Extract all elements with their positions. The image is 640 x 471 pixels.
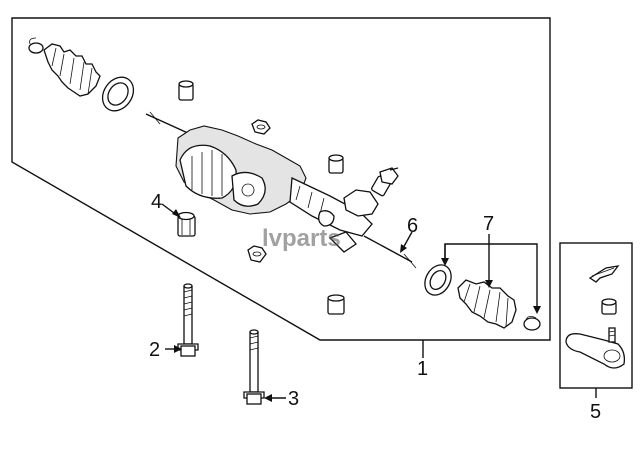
callout-2: 2: [149, 339, 160, 361]
nut-4: [177, 211, 196, 237]
mount-nut-c: [328, 154, 344, 174]
cotter-pin: [588, 265, 620, 283]
left-steering-boot: [43, 43, 101, 97]
callout-4: 4: [151, 191, 162, 213]
tie-rod-end: [565, 327, 626, 369]
bolt-2: [177, 283, 199, 357]
mount-nut-b: [251, 119, 271, 135]
callout-6: 6: [407, 215, 418, 237]
right-boot-ring: [424, 264, 452, 296]
leader-lines: [161, 203, 597, 402]
assembly-frame-1: [11, 17, 551, 341]
right-boot-clamp: [523, 316, 541, 331]
left-boot-clamp: [28, 37, 44, 54]
left-boot-ring: [101, 76, 135, 112]
callout-7: 7: [483, 213, 494, 235]
callout-5: 5: [590, 401, 601, 423]
rack-and-pinion-housing: [145, 111, 417, 269]
mount-nut-a: [178, 80, 194, 101]
right-steering-boot: [457, 279, 517, 329]
mount-nut-e: [327, 294, 345, 315]
callout-3: 3: [288, 388, 299, 410]
callout-1: 1: [417, 358, 428, 380]
mount-nut-d: [247, 245, 267, 263]
watermark: lvparts: [262, 225, 341, 252]
bolt-3: [243, 329, 265, 405]
castle-nut: [601, 298, 617, 315]
